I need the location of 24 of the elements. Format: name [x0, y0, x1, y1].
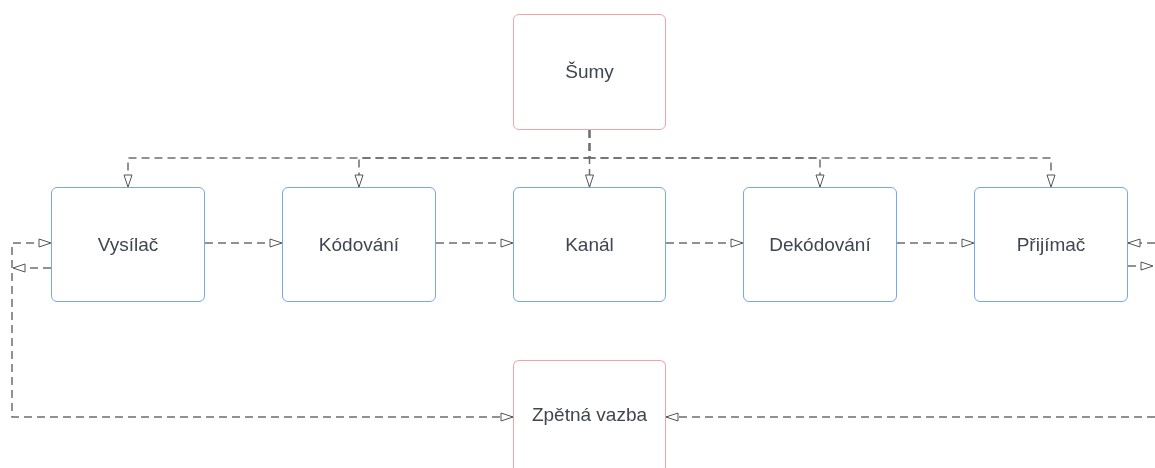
node-label: Zpětná vazba [531, 403, 648, 426]
dashed-arrow [588, 129, 1056, 188]
node-label: Kanál [565, 233, 614, 256]
node-label: Přijímač [1016, 233, 1086, 256]
dashed-arrow [665, 238, 744, 248]
node-label: Dekódování [769, 233, 871, 256]
process-box [51, 187, 205, 302]
process-box [513, 14, 666, 130]
process-box [513, 187, 666, 302]
node-label: Kódování [318, 233, 400, 256]
process-box [974, 187, 1128, 302]
dashed-arrow [204, 238, 283, 248]
process-box [513, 360, 666, 468]
dashed-arrow [1127, 261, 1154, 271]
dashed-arrow [1127, 238, 1155, 248]
process-box [743, 187, 897, 302]
node-label: Vysílač [97, 233, 159, 256]
dashed-arrow [435, 238, 514, 248]
node-label: Šumy [565, 61, 614, 83]
dashed-arrow [896, 238, 975, 248]
dashed-arrow [11, 238, 514, 422]
dashed-arrow [665, 412, 1155, 422]
process-box [282, 187, 436, 302]
dashed-arrow [12, 263, 52, 273]
